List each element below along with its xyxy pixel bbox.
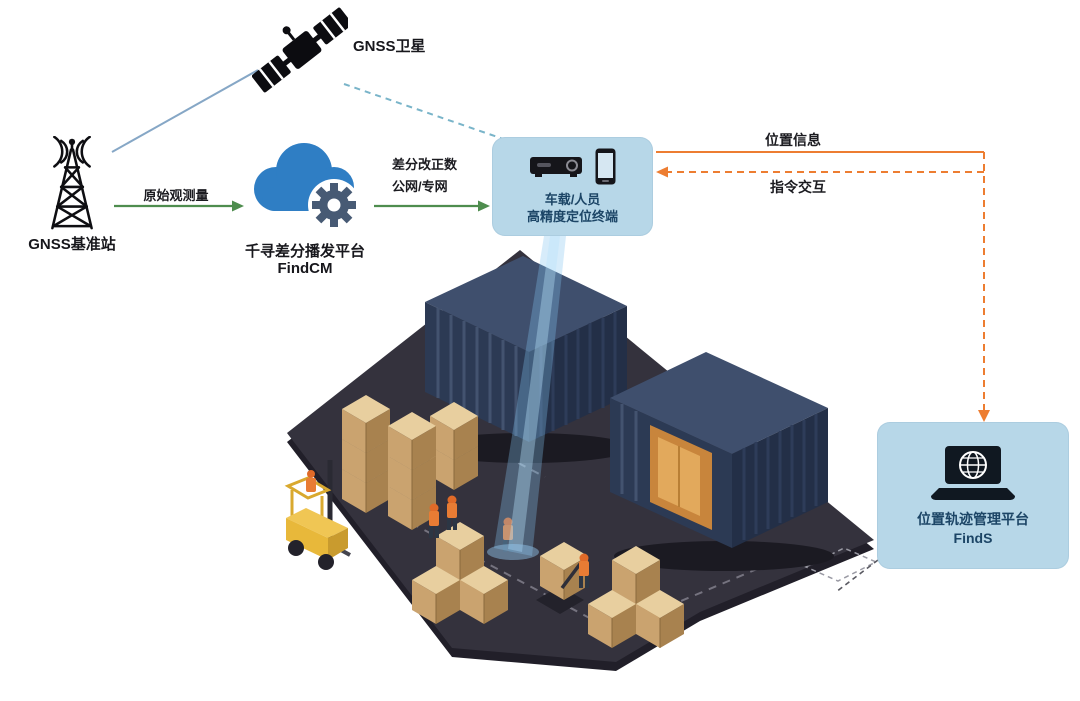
finds-panel: 位置轨迹管理平台 FindS	[877, 422, 1069, 569]
positioning-beam	[487, 236, 566, 560]
cloud-platform-label: 千寻差分播发平台	[244, 243, 365, 260]
terminal-label-2: 高精度定位终端	[526, 209, 618, 224]
vehicle-receiver-icon	[530, 157, 582, 178]
pallet-jack	[536, 541, 589, 614]
smartphone-icon	[595, 148, 616, 185]
terminal-panel: 车载/人员 高精度定位终端	[492, 137, 653, 236]
command-interaction-label: 指令交互	[770, 179, 826, 195]
radio-tower-icon	[28, 135, 116, 234]
arrow-raw-observation	[114, 200, 244, 212]
terminal-label-1: 车载/人员	[544, 191, 601, 207]
finds-label-2: FindS	[953, 529, 993, 546]
arrow-command-interaction	[656, 166, 984, 178]
raw-observation-label: 原始观测量	[143, 188, 209, 203]
diff-correction-label-2: 公网/专网	[392, 179, 448, 194]
satellite-icon	[251, 4, 353, 94]
diff-correction-label-1: 差分改正数	[392, 157, 458, 172]
base-station-label: GNSS基准站	[28, 236, 116, 253]
cloud-gear-icon	[238, 131, 372, 235]
receiver-and-phone-icon	[529, 148, 616, 185]
laptop-globe-icon	[931, 446, 1015, 501]
link-satellite-base	[111, 69, 259, 153]
warehouse-illustration	[284, 250, 878, 671]
gear-icon	[312, 183, 356, 227]
arrow-diff-correction	[374, 200, 490, 212]
satellite-label: GNSS卫星	[353, 38, 426, 55]
cloud-platform-name: FindCM	[277, 260, 333, 277]
link-satellite-terminal	[343, 83, 513, 143]
finds-label-1: 位置轨迹管理平台	[917, 511, 1029, 528]
position-info-label: 位置信息	[765, 132, 821, 148]
forklift	[284, 460, 351, 570]
arrow-position-info	[656, 151, 990, 422]
shipping-container-2	[610, 352, 834, 571]
